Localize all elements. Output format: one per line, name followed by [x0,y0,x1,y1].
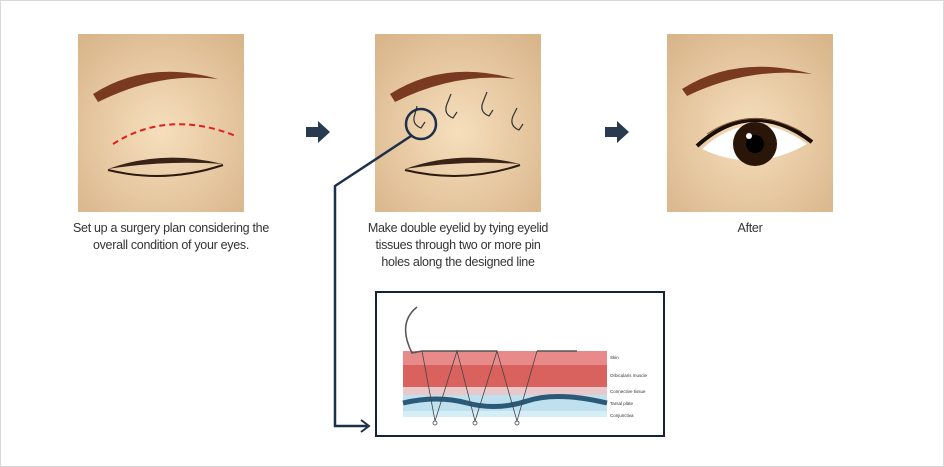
step3-caption: After [737,221,763,235]
incision-line [112,123,237,145]
eyelid-cross-section-diagram: Skin Orbicularis muscle Connective tissu… [375,291,665,437]
label-skin: Skin [610,355,619,360]
label-conjunctiva: Conjunctiva [610,413,634,418]
eye-before-photo [78,34,244,212]
arrow-right-icon [605,121,629,143]
zoom-circle [404,107,438,141]
eye-tied-photo [375,34,541,212]
label-tarsal: Tarsal plate [610,401,634,406]
label-connective: Connective tissue [610,389,646,394]
arrow-right-icon [306,121,330,143]
label-orbicularis: Orbicularis muscle [610,373,648,378]
eye-after-photo [667,34,833,212]
